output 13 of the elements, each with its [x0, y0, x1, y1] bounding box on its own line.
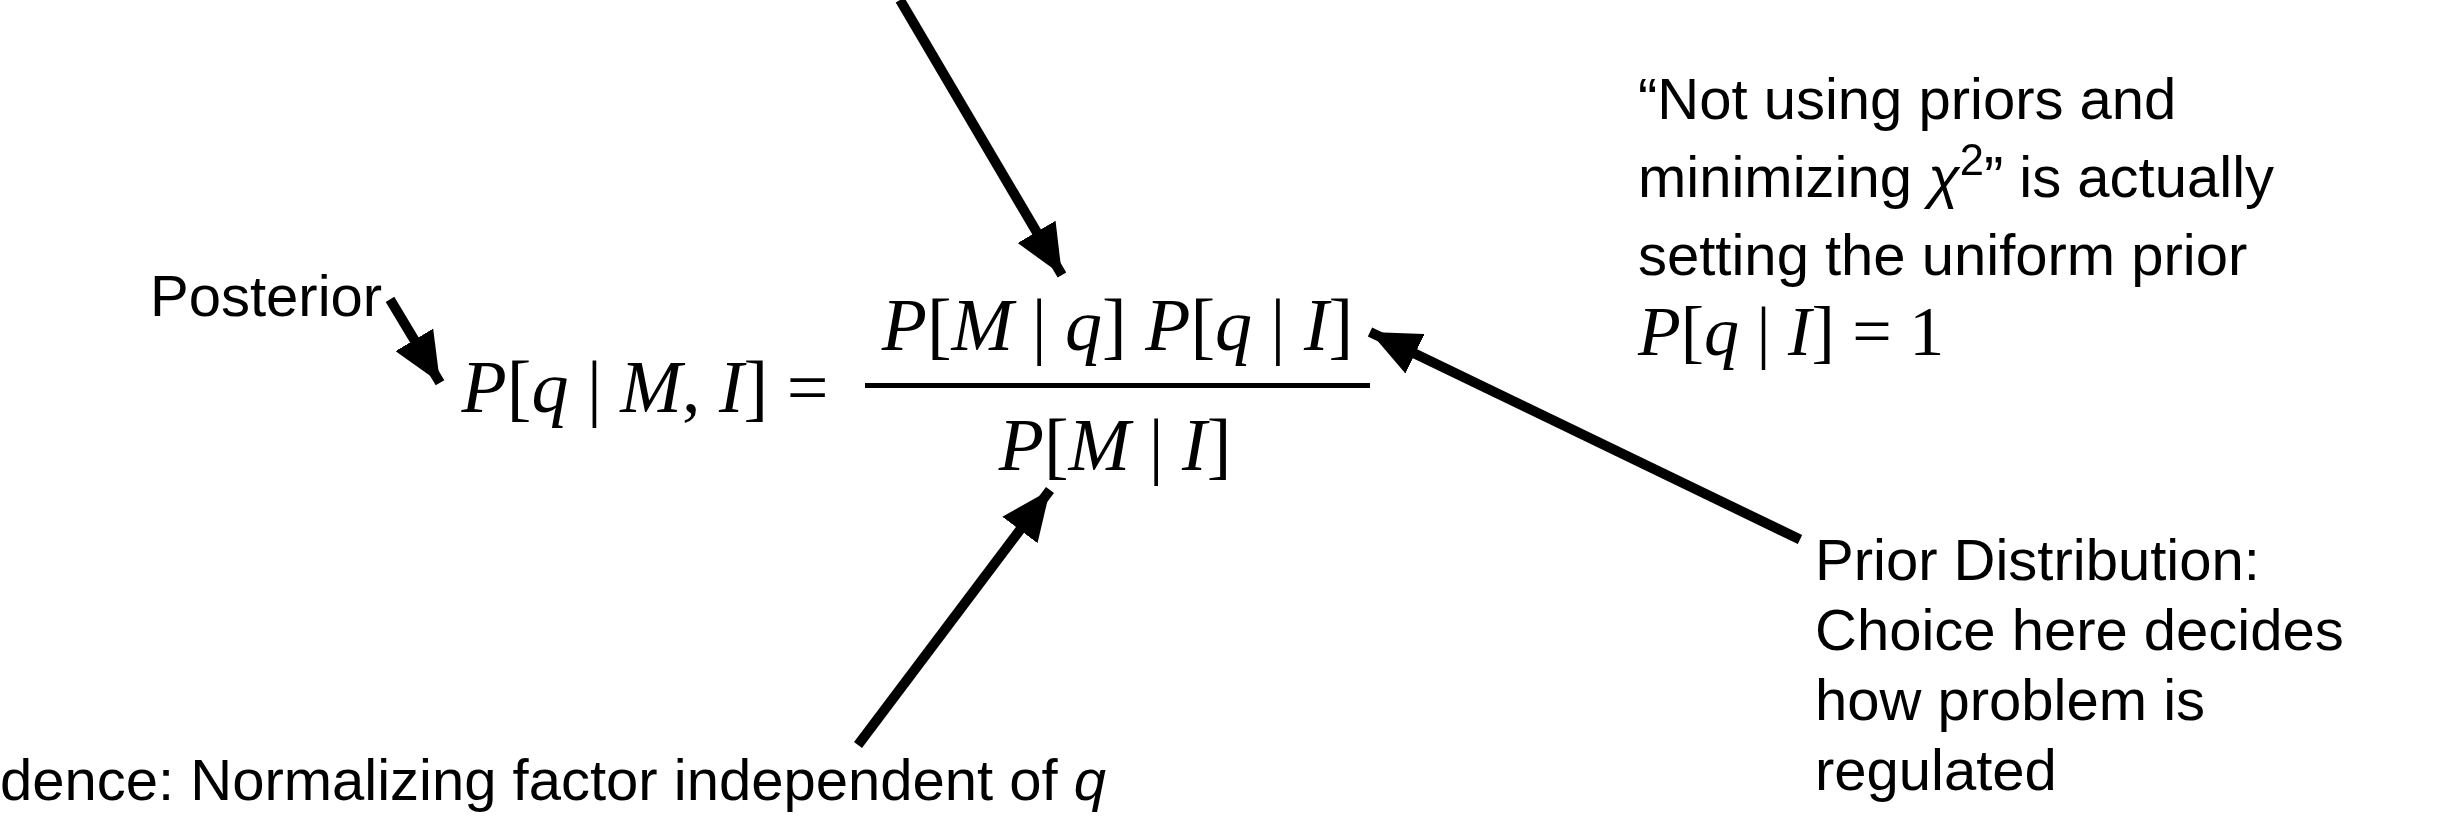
arrow — [1367, 327, 1803, 544]
formula: P[q | I] = 1 — [1638, 292, 1945, 372]
arrow — [385, 296, 445, 386]
annotation-body: Choice here decides how problem is regulated — [1815, 596, 2345, 804]
arrow — [895, 0, 1067, 278]
text: Posterior — [150, 262, 384, 330]
annotation-heading: Prior Distribution: — [1815, 526, 2261, 594]
text: P[M | q] P[q | I] — [880, 283, 1355, 368]
text: P[M | I] — [997, 403, 1233, 488]
text: dence: Normalizing factor independent of q — [0, 746, 1107, 814]
note-text: “Not using priors and minimizing χ$^{2}$” is actually setting the uniform prior — [1638, 65, 2276, 289]
text: P[q | M, I] = — [460, 345, 830, 430]
arrow — [854, 487, 1054, 748]
